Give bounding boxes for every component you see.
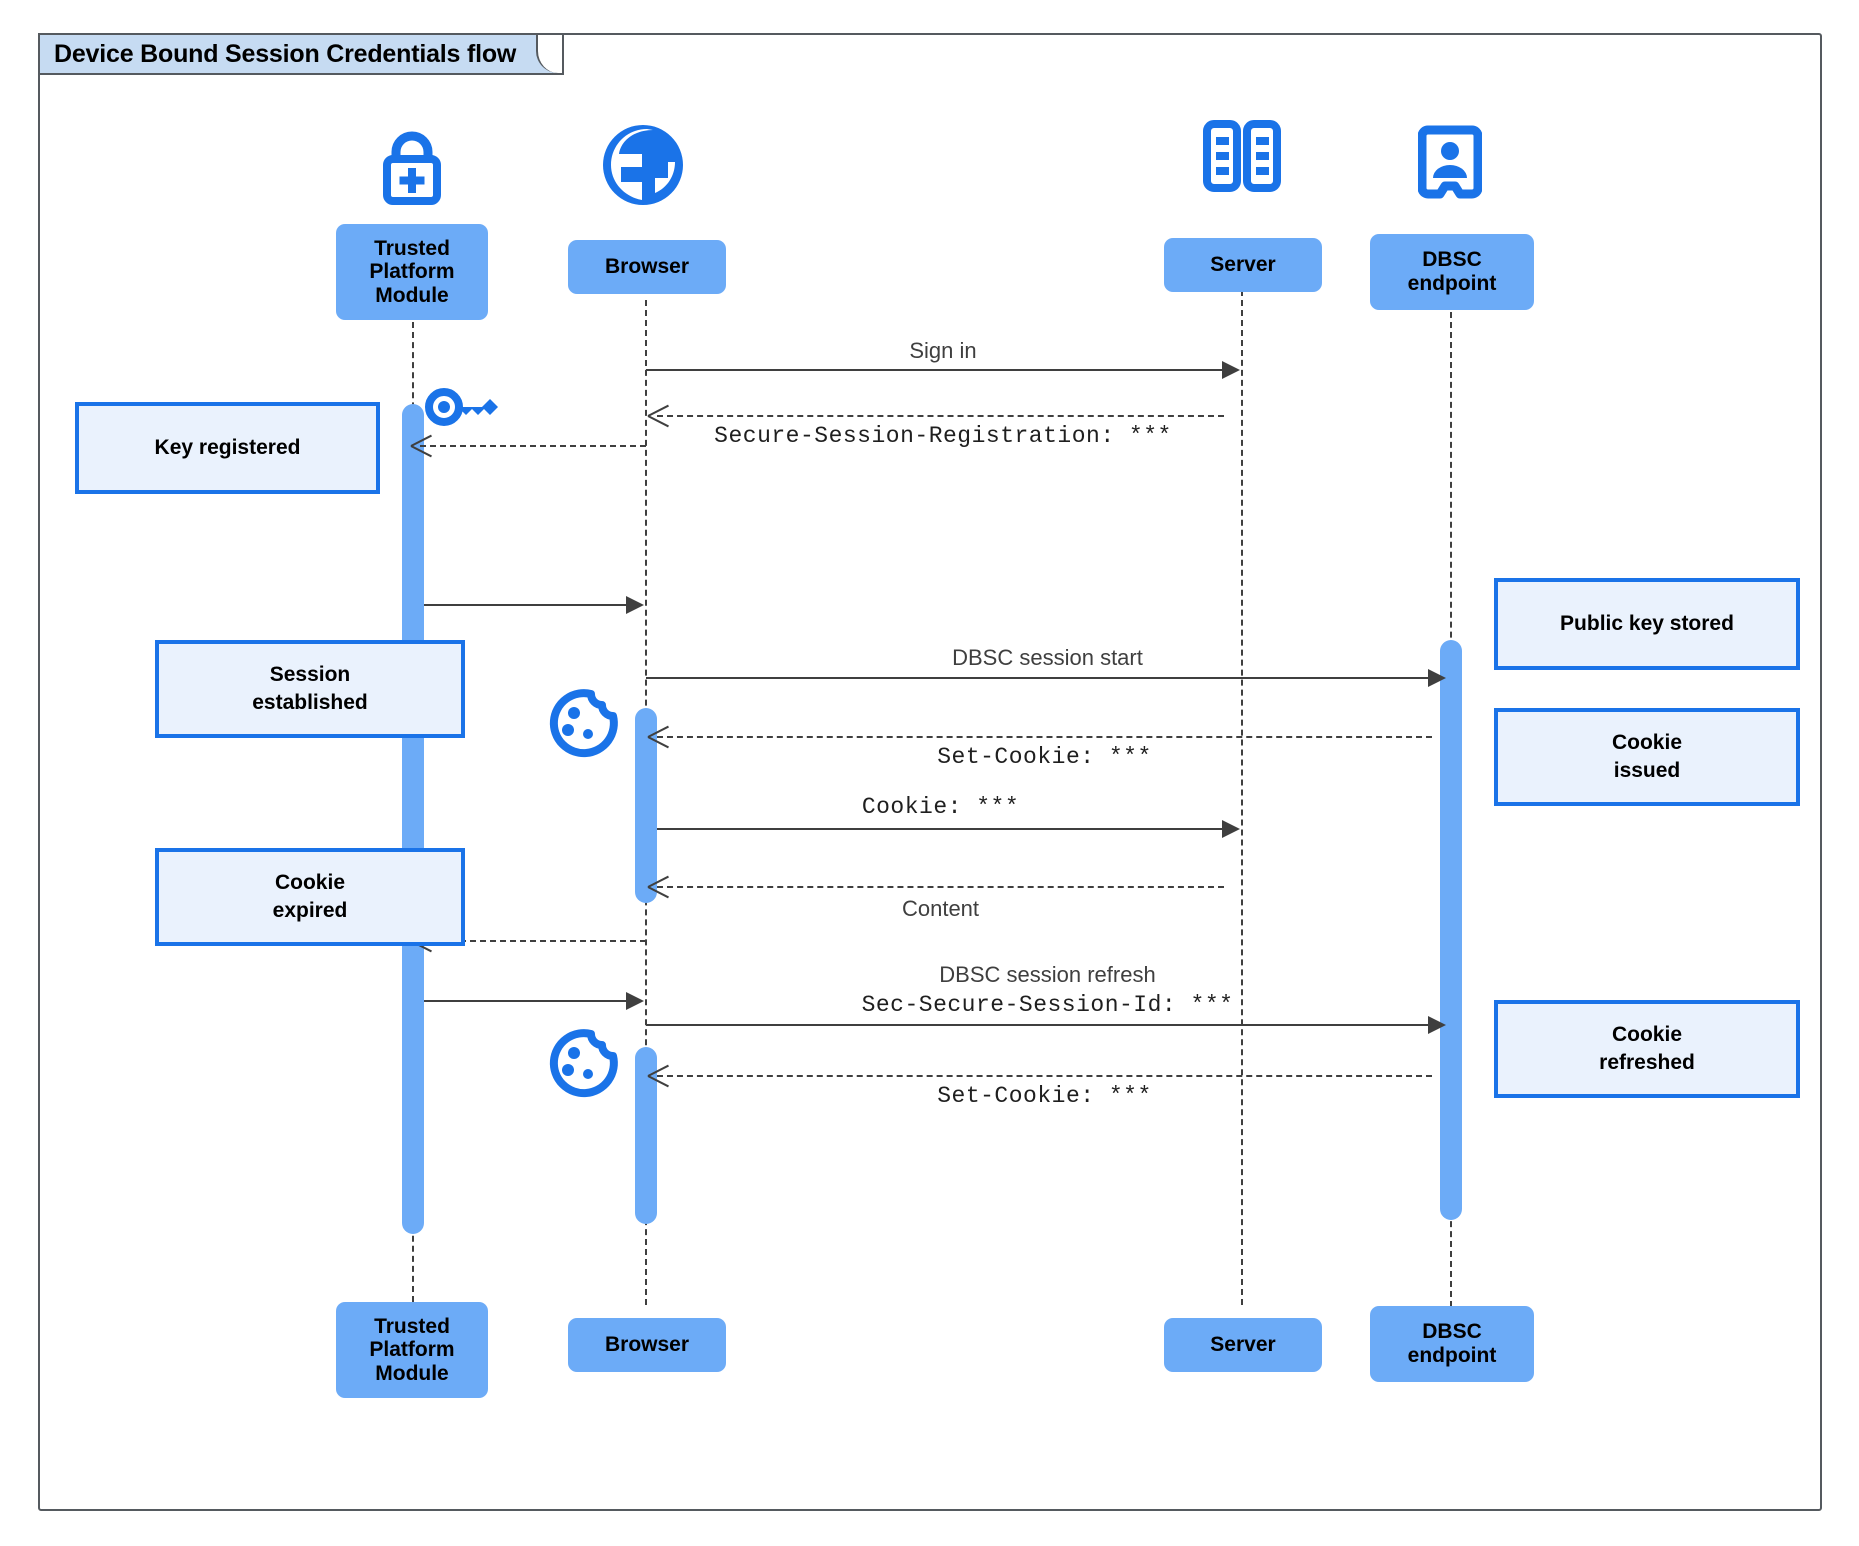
message-label-cookie: Cookie: *** [861, 794, 1020, 820]
message-line-secure-session-registration [657, 415, 1224, 417]
cookie-icon-2 [549, 1029, 618, 1098]
message-line-dbsc-session-refresh [646, 1024, 1430, 1026]
participant-dbsc-bottom-label-2: endpoint [1407, 1344, 1497, 1367]
message-label-dbsc-session-refresh: DBSC session refresh [939, 962, 1156, 987]
note-cookie-expired: Cookie expired [155, 848, 465, 946]
message-label-set-cookie-2: Set-Cookie: *** [937, 1083, 1152, 1109]
message-label-content: Content [901, 896, 980, 921]
participant-tpm-label-1: Trusted [374, 236, 450, 260]
note-session-established: Session established [155, 640, 465, 738]
participant-browser-bottom[interactable]: Browser [568, 1318, 726, 1372]
note-cookie-refreshed-label-1: Cookie [1611, 1022, 1682, 1046]
frame-title-notch [536, 35, 563, 73]
message-label-sec-secure-session-id: Sec-Secure-Session-Id: *** [861, 992, 1234, 1018]
message-line-set-cookie-2 [657, 1075, 1432, 1077]
participant-dbsc-label-1: DBSC [1422, 248, 1482, 272]
note-cookie-expired-label-1: Cookie [274, 870, 345, 894]
note-key-registered: Key registered [75, 402, 380, 494]
note-session-established-label-1: Session [269, 662, 351, 686]
frame-title: Device Bound Session Credentials flow [38, 33, 565, 75]
activation-browser-1 [635, 708, 657, 903]
arrowhead-key-to-tpm [411, 436, 431, 456]
note-cookie-issued-label-1: Cookie [1611, 730, 1682, 754]
server-rack-icon [1203, 120, 1281, 192]
message-line-dbsc-session-start [646, 677, 1430, 679]
note-public-key-stored: Public key stored [1494, 578, 1800, 670]
message-line-browser-to-tpm-expired [420, 940, 646, 942]
lifeline-server [1241, 290, 1243, 1305]
note-cookie-refreshed-label-2: refreshed [1599, 1051, 1695, 1074]
participant-dbsc-bottom-label-1: DBSC [1422, 1320, 1482, 1344]
arrowhead-dbsc-session-refresh [1428, 1016, 1446, 1034]
participant-tpm-bottom[interactable]: Trusted Platform Module [336, 1302, 488, 1398]
frame-title-label: Device Bound Session Credentials flow [54, 40, 517, 68]
note-public-key-stored-label: Public key stored [1560, 611, 1734, 635]
note-session-established-label-2: established [252, 691, 368, 714]
message-label-set-cookie-1: Set-Cookie: *** [937, 744, 1152, 770]
message-label-dbsc-session-start: DBSC session start [952, 645, 1143, 670]
participant-browser-top[interactable]: Browser [568, 240, 726, 294]
note-cookie-refreshed: Cookie refreshed [1494, 1000, 1800, 1098]
message-line-cookie [657, 828, 1224, 830]
note-cookie-issued-label-2: issued [1613, 759, 1681, 782]
participant-tpm-top[interactable]: Trusted Platform Module [336, 224, 488, 320]
participant-tpm-bottom-label-3: Module [375, 1361, 449, 1385]
activation-browser-2 [635, 1047, 657, 1224]
arrowhead-content [648, 877, 668, 897]
key-icon [425, 388, 498, 426]
message-line-content [657, 886, 1224, 888]
activation-tpm [402, 404, 424, 1234]
participant-browser-label: Browser [604, 255, 690, 279]
note-cookie-expired-label-2: expired [272, 899, 348, 922]
participant-browser-bottom-label: Browser [604, 1333, 690, 1357]
arrowhead-sign-in [1222, 361, 1240, 379]
message-line-tpm-to-browser-proof [424, 1000, 636, 1002]
message-label-secure-session-registration: Secure-Session-Registration: *** [714, 423, 1172, 449]
message-line-key-to-tpm [420, 445, 646, 447]
arrowhead-tpm-to-browser-key [626, 596, 644, 614]
id-badge-icon [1418, 125, 1482, 199]
participant-server-label: Server [1210, 253, 1276, 277]
participant-server-bottom[interactable]: Server [1164, 1318, 1322, 1372]
activation-dbsc [1440, 640, 1462, 1220]
note-cookie-issued: Cookie issued [1494, 708, 1800, 806]
participant-server-bottom-label: Server [1210, 1333, 1276, 1357]
message-line-sign-in [646, 369, 1224, 371]
participant-tpm-label-3: Module [375, 283, 449, 307]
participant-server-top[interactable]: Server [1164, 238, 1322, 292]
message-line-set-cookie-1 [657, 736, 1432, 738]
participant-dbsc-label-2: endpoint [1407, 272, 1497, 295]
message-line-tpm-to-browser-key [424, 604, 636, 606]
globe-icon [603, 125, 683, 205]
participant-tpm-bottom-label-2: Platform [369, 1338, 455, 1362]
cookie-icon-1 [549, 689, 618, 758]
arrowhead-tpm-to-browser-proof [626, 992, 644, 1010]
participant-dbsc-bottom[interactable]: DBSC endpoint [1370, 1306, 1534, 1382]
participant-dbsc-top[interactable]: DBSC endpoint [1370, 234, 1534, 310]
arrowhead-dbsc-session-start [1428, 669, 1446, 687]
padlock-plus-icon [383, 131, 441, 205]
participant-tpm-label-2: Platform [369, 260, 455, 284]
message-label-sign-in: Sign in [909, 338, 977, 363]
participant-tpm-bottom-label-1: Trusted [374, 1314, 450, 1338]
arrowhead-cookie [1222, 820, 1240, 838]
note-key-registered-label: Key registered [154, 435, 301, 459]
